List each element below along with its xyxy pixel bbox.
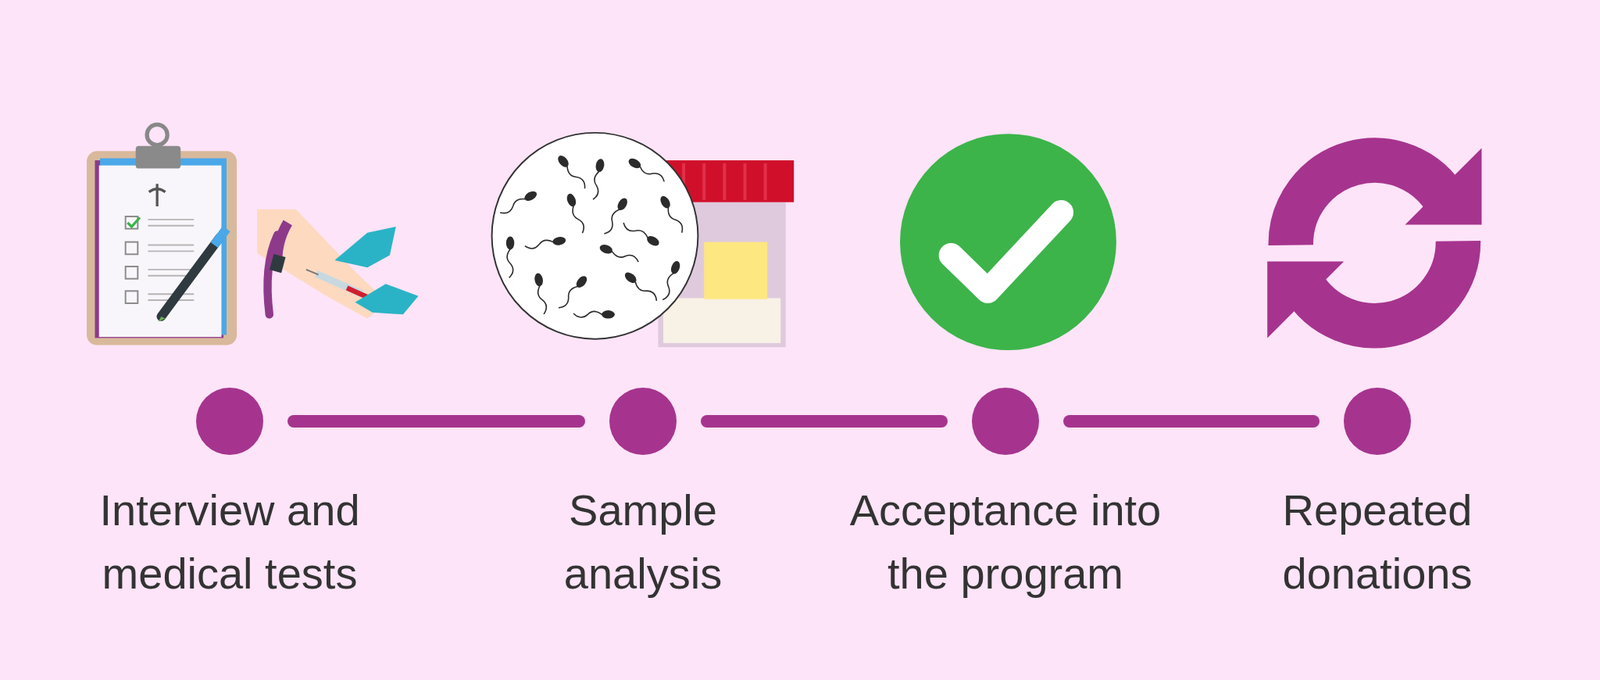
step-label: Acceptance into the program (817, 478, 1193, 605)
timeline-line (1069, 421, 1314, 422)
clipboard-icon (86, 124, 237, 345)
timeline-line (293, 421, 579, 422)
sperm-view-icon (492, 132, 699, 340)
step-label: Repeated donations (1244, 478, 1511, 605)
step-label: Interview and medical tests (57, 478, 402, 605)
check-icon (900, 133, 1117, 350)
step-label: Sample analysis (537, 478, 749, 605)
step-dot (609, 387, 677, 455)
blood-draw-icon (257, 209, 418, 319)
step-dot (971, 387, 1040, 455)
step-dot (196, 387, 264, 455)
repeat-icon (1267, 147, 1482, 338)
step-dot (1343, 387, 1411, 455)
timeline-line (707, 421, 942, 422)
